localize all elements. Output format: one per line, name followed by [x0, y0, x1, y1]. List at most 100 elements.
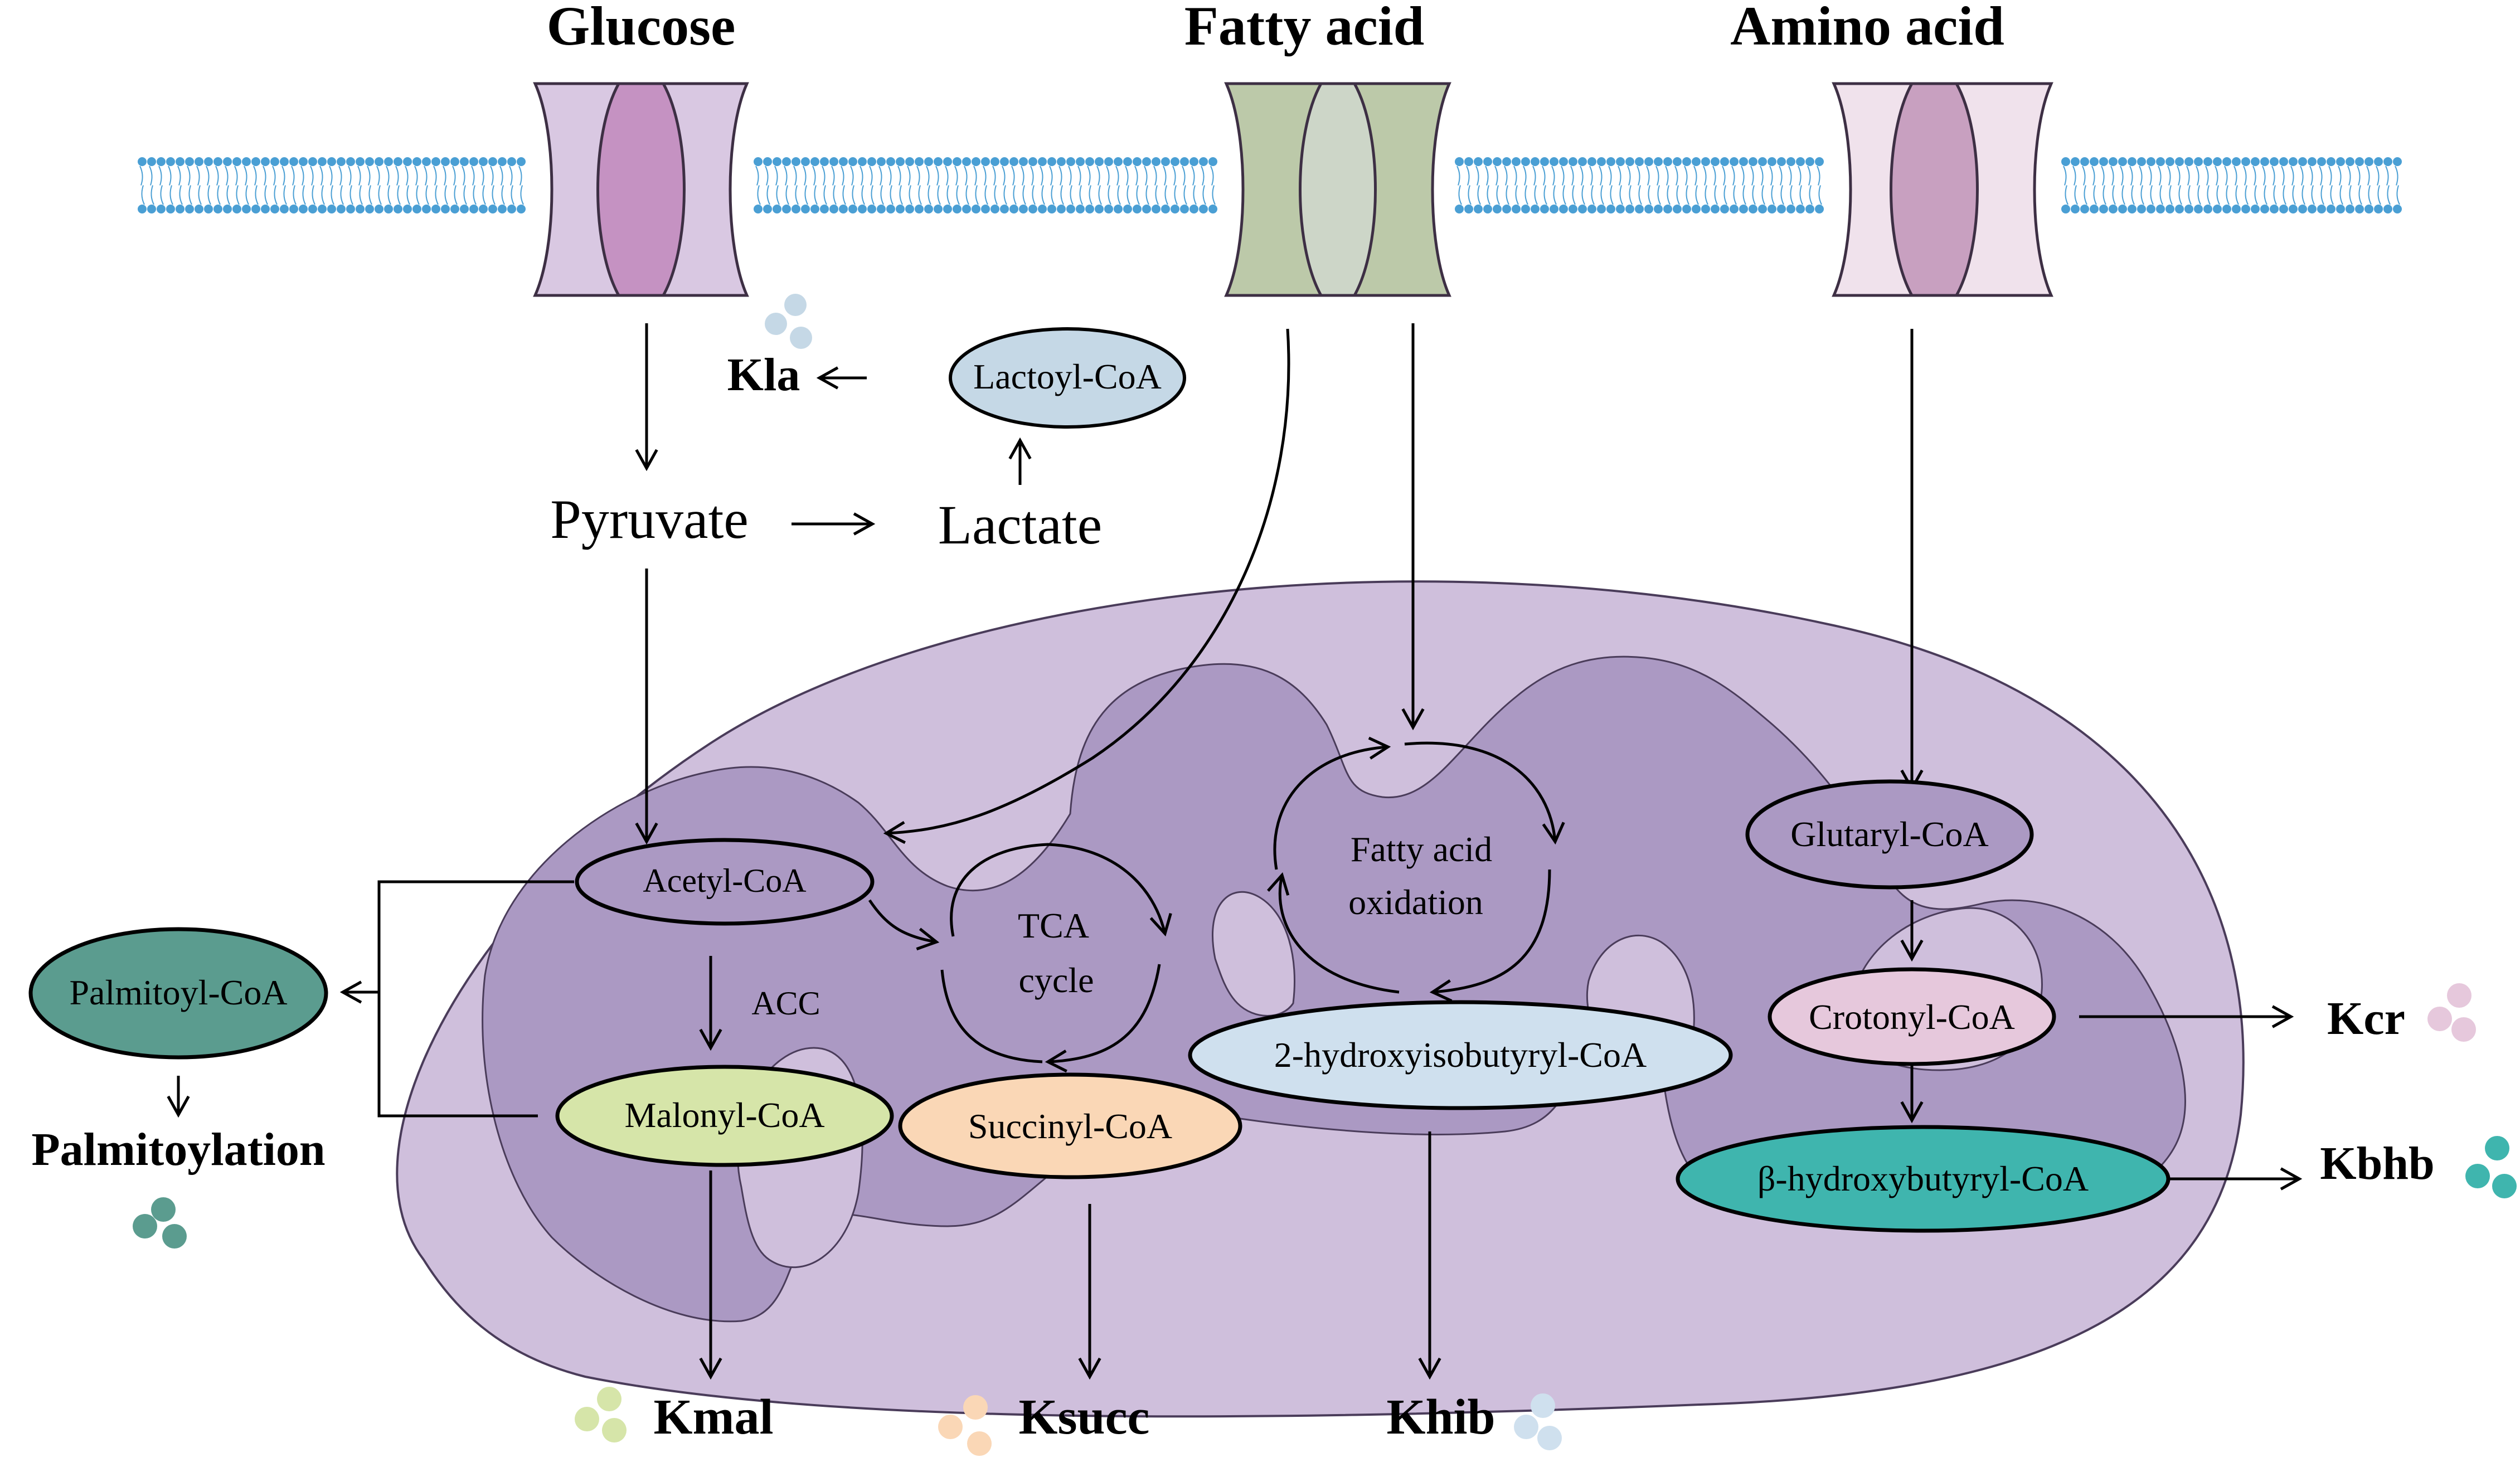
lipid-head — [289, 205, 298, 213]
lipid-head — [1758, 157, 1767, 166]
lipid-head — [782, 205, 791, 213]
lipid-head — [498, 157, 507, 166]
lipid-tail — [319, 166, 325, 205]
lipid-tail — [983, 166, 988, 205]
lipid-head — [2393, 157, 2402, 166]
lipid-tail — [822, 166, 827, 205]
lipid-tail — [973, 166, 979, 205]
lipid-head — [962, 157, 971, 166]
lipid-head — [337, 205, 346, 213]
lipid-tail — [2091, 166, 2097, 205]
arrow-fatty-acid-to-acetyl — [883, 328, 1290, 844]
lipid-tail — [2243, 166, 2249, 205]
lipid-head — [327, 205, 336, 213]
lipid-head — [1531, 157, 1540, 166]
lipid-head — [270, 205, 279, 213]
lipid-head — [2222, 157, 2231, 166]
lipid-head — [327, 157, 336, 166]
lipid-tail — [1608, 166, 1614, 205]
lipid-head — [2317, 205, 2326, 213]
pyruvate-label: Pyruvate — [550, 488, 748, 550]
arrow-acetyl-to-tca — [868, 899, 940, 951]
lipid-tail — [196, 166, 202, 205]
lipid-tail — [490, 166, 496, 205]
lipid-head — [1076, 205, 1085, 213]
lipid-tail — [2196, 166, 2201, 205]
fatty-acid-transporter — [1224, 82, 1451, 297]
lipid-head — [441, 205, 450, 213]
lipid-tail — [357, 166, 363, 205]
lipid-head — [2260, 205, 2269, 213]
lipid-head — [1114, 157, 1123, 166]
lipid-head — [1104, 157, 1113, 166]
lipid-head — [1550, 205, 1558, 213]
lipid-tail — [149, 166, 154, 205]
lipid-head — [479, 157, 488, 166]
lipid-head — [754, 157, 763, 166]
lipid-head — [422, 157, 431, 166]
lipid-tail — [2366, 166, 2372, 205]
lipid-head — [488, 205, 497, 213]
lipid-head — [2346, 205, 2354, 213]
lipid-head — [517, 157, 526, 166]
lipid-head — [1028, 157, 1037, 166]
lipid-tail — [793, 166, 799, 205]
lipid-head — [356, 157, 365, 166]
lipid-tail — [1125, 166, 1130, 205]
lipid-head — [2364, 205, 2373, 213]
lipid-head — [1142, 205, 1151, 213]
lipid-tail — [168, 166, 173, 205]
lipid-head — [1701, 205, 1710, 213]
lipid-tail — [850, 166, 856, 205]
lipid-tail — [291, 166, 297, 205]
lipid-head — [346, 205, 355, 213]
lipid-head — [270, 157, 279, 166]
lipid-tail — [253, 166, 259, 205]
lipid-head — [185, 205, 194, 213]
lipid-tail — [1741, 166, 1746, 205]
lipid-tail — [897, 166, 903, 205]
lipid-head — [1606, 157, 1615, 166]
glutaryl-coa-label: Glutaryl-CoA — [1790, 814, 1989, 854]
lipid-tail — [310, 166, 315, 205]
lipid-head — [1493, 157, 1502, 166]
lipid-head — [1673, 157, 1682, 166]
lipid-head — [1038, 205, 1047, 213]
lipid-head — [195, 205, 203, 213]
lipid-tail — [784, 166, 789, 205]
lipid-tail — [1513, 166, 1519, 205]
lipid-tail — [1059, 166, 1064, 205]
palmitoylation-label: Palmitoylation — [31, 1124, 325, 1176]
lipid-head — [2128, 205, 2137, 213]
kmal-label: Kmal — [654, 1390, 774, 1445]
lactoyl-coa-label: Lactoyl-CoA — [973, 357, 1162, 396]
lipid-tail — [2101, 166, 2106, 205]
lipid-head — [915, 157, 924, 166]
lipid-tail — [1798, 166, 1803, 205]
lipid-head — [2336, 157, 2345, 166]
lipid-head — [403, 157, 412, 166]
lipid-head — [213, 157, 222, 166]
malonyl-coa-node — [555, 1065, 894, 1167]
lipid-tail — [888, 166, 894, 205]
lipid-tail — [1674, 166, 1680, 205]
lipid-head — [801, 157, 810, 166]
lipid-tail — [281, 166, 287, 205]
lipid-head — [412, 157, 421, 166]
lipid-head — [1104, 205, 1113, 213]
lipid-tail — [215, 166, 221, 205]
tca-cycle-arc-top — [950, 843, 1172, 937]
lipid-tail — [206, 166, 211, 205]
lipid-head — [2383, 205, 2392, 213]
acetyl-coa-node — [575, 838, 875, 926]
lipid-tail — [1580, 166, 1585, 205]
lipid-head — [1095, 157, 1104, 166]
lipid-tail — [926, 166, 931, 205]
lipid-head — [318, 205, 327, 213]
lipid-head — [1635, 205, 1644, 213]
lipid-head — [1701, 157, 1710, 166]
lipid-head — [1171, 157, 1179, 166]
lipid-tail — [1532, 166, 1538, 205]
lipid-tail — [2177, 166, 2182, 205]
